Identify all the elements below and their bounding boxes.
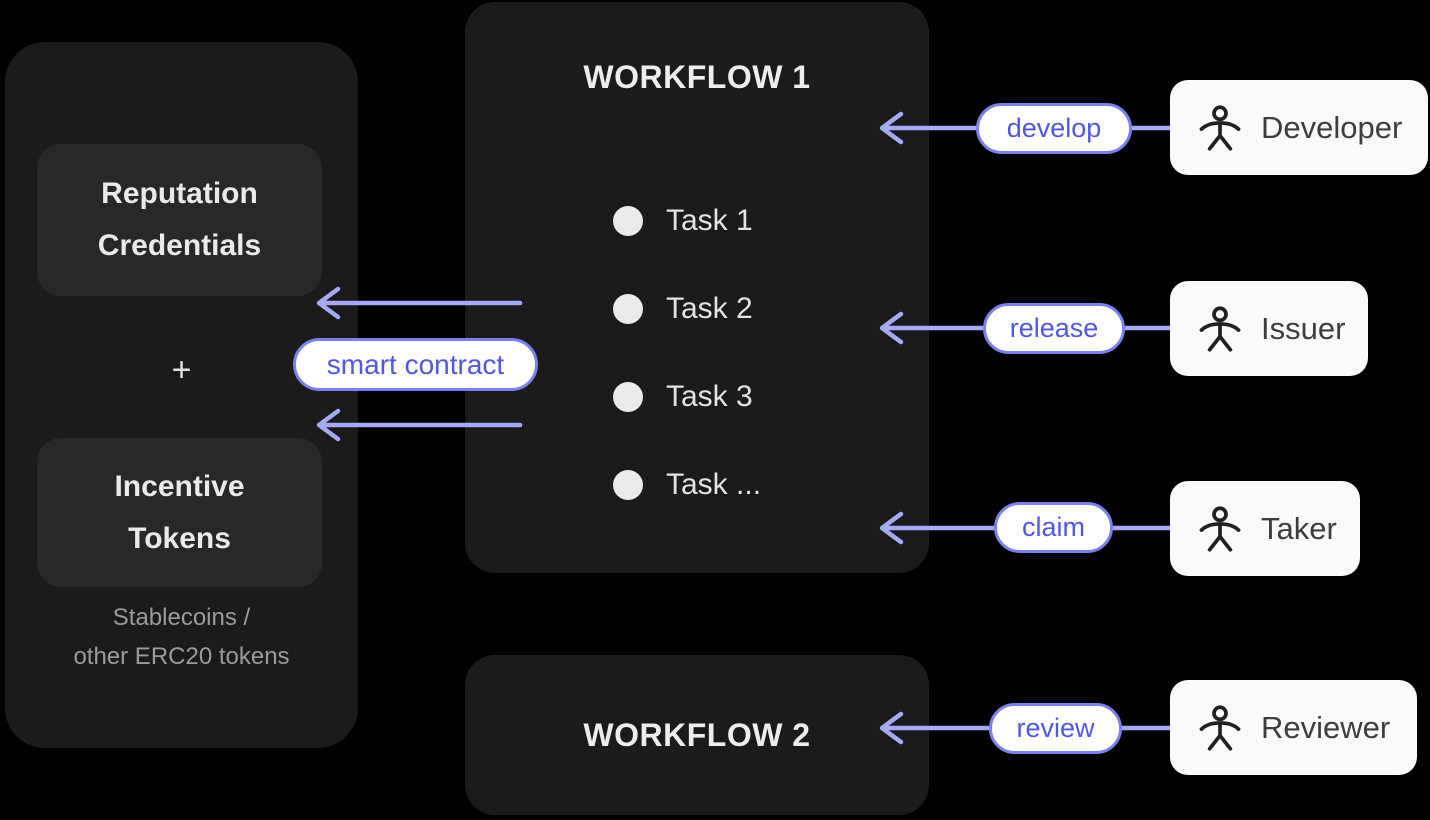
task-label: Task 1 <box>666 204 753 237</box>
reputation-line-1: Reputation <box>101 177 258 211</box>
plus-sign: + <box>171 351 192 389</box>
task-bullet-icon <box>613 206 643 236</box>
reputation-credentials-box: Reputation Credentials <box>37 144 322 296</box>
task-row: Task 2 <box>613 291 761 327</box>
workflow-2-title: WORKFLOW 2 <box>583 716 811 753</box>
task-list: Task 1 Task 2 Task 3 Task ... <box>613 203 761 555</box>
task-label: Task 3 <box>666 380 753 413</box>
smart-contract-pill: smart contract <box>293 338 538 391</box>
actor-card-reviewer: Reviewer <box>1170 680 1417 775</box>
task-bullet-icon <box>613 470 643 500</box>
person-icon <box>1199 704 1241 751</box>
actor-card-taker: Taker <box>1170 481 1360 576</box>
tokens-panel: Reputation Credentials + Incentive Token… <box>5 42 358 748</box>
incentive-tokens-box: Incentive Tokens <box>37 438 322 587</box>
task-row: Task ... <box>613 467 761 503</box>
workflow-1-title: WORKFLOW 1 <box>583 59 811 95</box>
claim-pill: claim <box>994 502 1113 553</box>
actor-label: Reviewer <box>1261 709 1391 745</box>
task-row: Task 3 <box>613 379 761 415</box>
task-bullet-icon <box>613 382 643 412</box>
actor-label: Developer <box>1261 109 1403 145</box>
actor-label: Taker <box>1261 510 1337 546</box>
actor-card-developer: Developer <box>1170 80 1428 175</box>
incentive-line-1: Incentive <box>114 469 245 503</box>
tokens-caption: Stablecoins / other ERC20 tokens <box>5 598 358 676</box>
task-row: Task 1 <box>613 203 761 239</box>
workflow-2-panel: WORKFLOW 2 <box>465 655 929 815</box>
develop-pill: develop <box>976 103 1132 154</box>
caption-line-2: other ERC20 tokens <box>73 643 290 670</box>
workflow-1-panel: WORKFLOW 1 Task 1 Task 2 Task 3 Task ... <box>465 2 929 573</box>
task-label: Task ... <box>666 468 762 501</box>
review-pill: review <box>989 703 1122 754</box>
release-pill: release <box>983 303 1125 354</box>
task-label: Task 2 <box>666 292 753 325</box>
incentive-line-2: Tokens <box>128 521 231 555</box>
person-icon <box>1199 505 1241 552</box>
person-icon <box>1199 104 1241 151</box>
actor-label: Issuer <box>1261 310 1346 346</box>
person-icon <box>1199 305 1241 352</box>
caption-line-1: Stablecoins / <box>112 604 251 631</box>
task-bullet-icon <box>613 294 643 324</box>
actor-card-issuer: Issuer <box>1170 281 1368 376</box>
reputation-line-2: Credentials <box>97 229 262 262</box>
